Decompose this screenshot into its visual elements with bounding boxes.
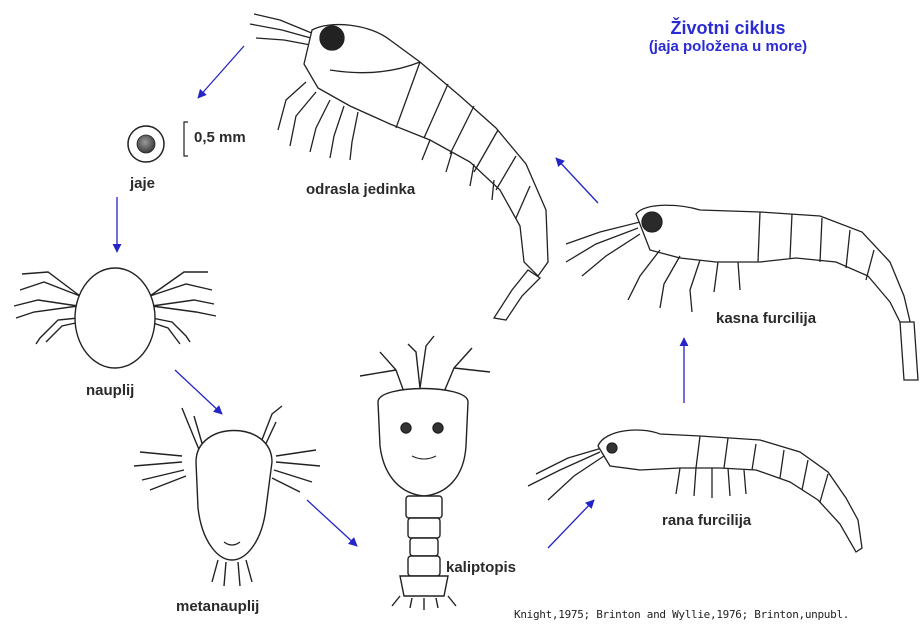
egg-label: jaje: [130, 175, 155, 192]
title-block: Životni ciklus (jaja položena u more): [628, 18, 828, 56]
adult-label: odrasla jedinka: [306, 181, 415, 198]
title-line-1: Životni ciklus: [628, 18, 828, 38]
calyptopis-label: kaliptopis: [446, 559, 516, 576]
nauplius-drawing: [14, 268, 216, 368]
egg-scale-label: 0,5 mm: [194, 129, 246, 146]
arrow-adult-to-egg: [198, 46, 244, 98]
early-furcilia-drawing: [528, 430, 862, 552]
title-line-2: (jaja položena u more): [628, 38, 828, 56]
arrow-late-furcilia-to-adult: [556, 158, 598, 203]
metanauplius-drawing: [134, 406, 320, 586]
scale-bar: [184, 122, 188, 156]
metanauplius-label: metanauplij: [176, 598, 259, 615]
source-credit: Knight,1975; Brinton and Wyllie,1976; Br…: [514, 608, 849, 621]
arrow-calyptopis-to-early-furcilia: [548, 500, 594, 548]
late-furcilia-drawing: [566, 205, 918, 380]
adult-drawing: [250, 14, 548, 320]
arrow-metanauplius-to-calyptopis: [307, 500, 357, 546]
nauplius-label: nauplij: [86, 382, 134, 399]
early-furcilia-label: rana furcilija: [662, 512, 751, 529]
late-furcilia-label: kasna furcilija: [716, 310, 816, 327]
egg-drawing: [128, 126, 164, 162]
arrow-nauplius-to-metanauplius: [175, 370, 222, 414]
